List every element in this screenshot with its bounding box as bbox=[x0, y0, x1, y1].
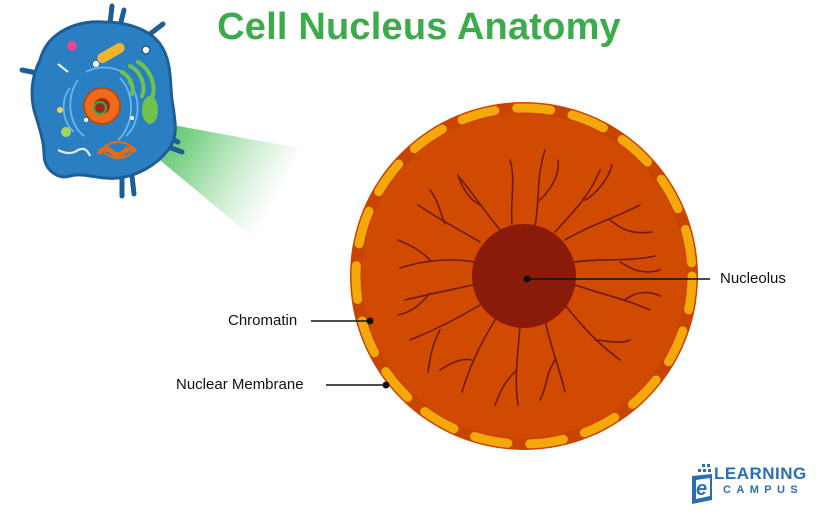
logo-letter: e bbox=[696, 478, 708, 500]
logo-text-sub: CAMPUS bbox=[723, 484, 804, 496]
nuclear-membrane bbox=[351, 103, 697, 449]
label-nucleolus: Nucleolus bbox=[720, 270, 786, 287]
nucleolus bbox=[472, 224, 576, 328]
label-chromatin: Chromatin bbox=[228, 312, 298, 329]
chromatin bbox=[397, 149, 661, 406]
label-nuclear-membrane: Nuclear Membrane bbox=[176, 376, 304, 393]
nucleolus-dot bbox=[523, 275, 531, 283]
cell-illustration bbox=[19, 3, 185, 199]
learning-campus-logo: e LEARNING CAMPUS bbox=[690, 462, 810, 508]
logo-icon bbox=[692, 464, 712, 504]
chromatin-dot bbox=[366, 317, 374, 325]
membrane-dot bbox=[382, 381, 390, 389]
logo-text-main: LEARNING bbox=[714, 464, 807, 483]
page-title: Cell Nucleus Anatomy bbox=[217, 6, 621, 48]
